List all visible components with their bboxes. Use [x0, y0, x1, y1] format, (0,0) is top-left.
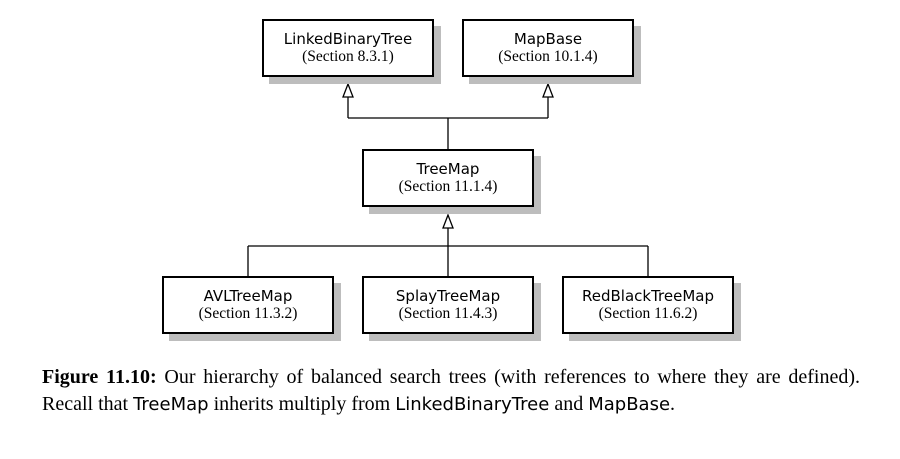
class-box-splaytreemap: SplayTreeMap (Section 11.4.3)	[362, 276, 534, 334]
inheritance-arrowhead-treemap	[442, 213, 454, 229]
class-box-avltreemap: AVLTreeMap (Section 11.3.2)	[162, 276, 334, 334]
inheritance-arrowhead-linkedbinarytree	[342, 82, 354, 98]
class-name-redblacktreemap: RedBlackTreeMap	[582, 287, 714, 305]
class-box-redblacktreemap: RedBlackTreeMap (Section 11.6.2)	[562, 276, 734, 334]
figure-label: Figure 11.10:	[42, 366, 157, 388]
class-hierarchy-diagram: LinkedBinaryTree (Section 8.3.1) MapBase…	[162, 19, 734, 334]
class-name-avltreemap: AVLTreeMap	[203, 287, 293, 305]
caption-code-linkedbinarytree: LinkedBinaryTree	[395, 394, 550, 415]
caption-text-2: inherits multiply from	[208, 393, 396, 415]
caption-code-treemap: TreeMap	[133, 394, 209, 415]
caption-text-3: and	[549, 393, 589, 415]
class-section-splaytreemap: (Section 11.4.3)	[398, 305, 498, 322]
inheritance-arrowhead-mapbase	[542, 82, 554, 98]
class-section-avltreemap: (Section 11.3.2)	[198, 305, 298, 322]
class-box-mapbase: MapBase (Section 10.1.4)	[462, 19, 634, 77]
class-box-treemap: TreeMap (Section 11.1.4)	[362, 149, 534, 207]
class-section-linkedbinarytree: (Section 8.3.1)	[302, 48, 394, 65]
class-section-mapbase: (Section 10.1.4)	[498, 48, 598, 65]
figure-caption: Figure 11.10: Our hierarchy of balanced …	[42, 364, 860, 418]
class-section-treemap: (Section 11.1.4)	[398, 178, 498, 195]
class-name-treemap: TreeMap	[416, 160, 480, 178]
class-name-linkedbinarytree: LinkedBinaryTree	[283, 30, 413, 48]
class-section-redblacktreemap: (Section 11.6.2)	[598, 305, 698, 322]
class-name-mapbase: MapBase	[513, 30, 583, 48]
class-name-splaytreemap: SplayTreeMap	[395, 287, 501, 305]
inheritance-connectors	[247, 82, 649, 276]
caption-text-1: Our hierarchy of balanced search trees (…	[42, 366, 860, 415]
caption-text-4: .	[670, 393, 676, 415]
class-box-linkedbinarytree: LinkedBinaryTree (Section 8.3.1)	[262, 19, 434, 77]
caption-code-mapbase: MapBase	[588, 394, 671, 415]
